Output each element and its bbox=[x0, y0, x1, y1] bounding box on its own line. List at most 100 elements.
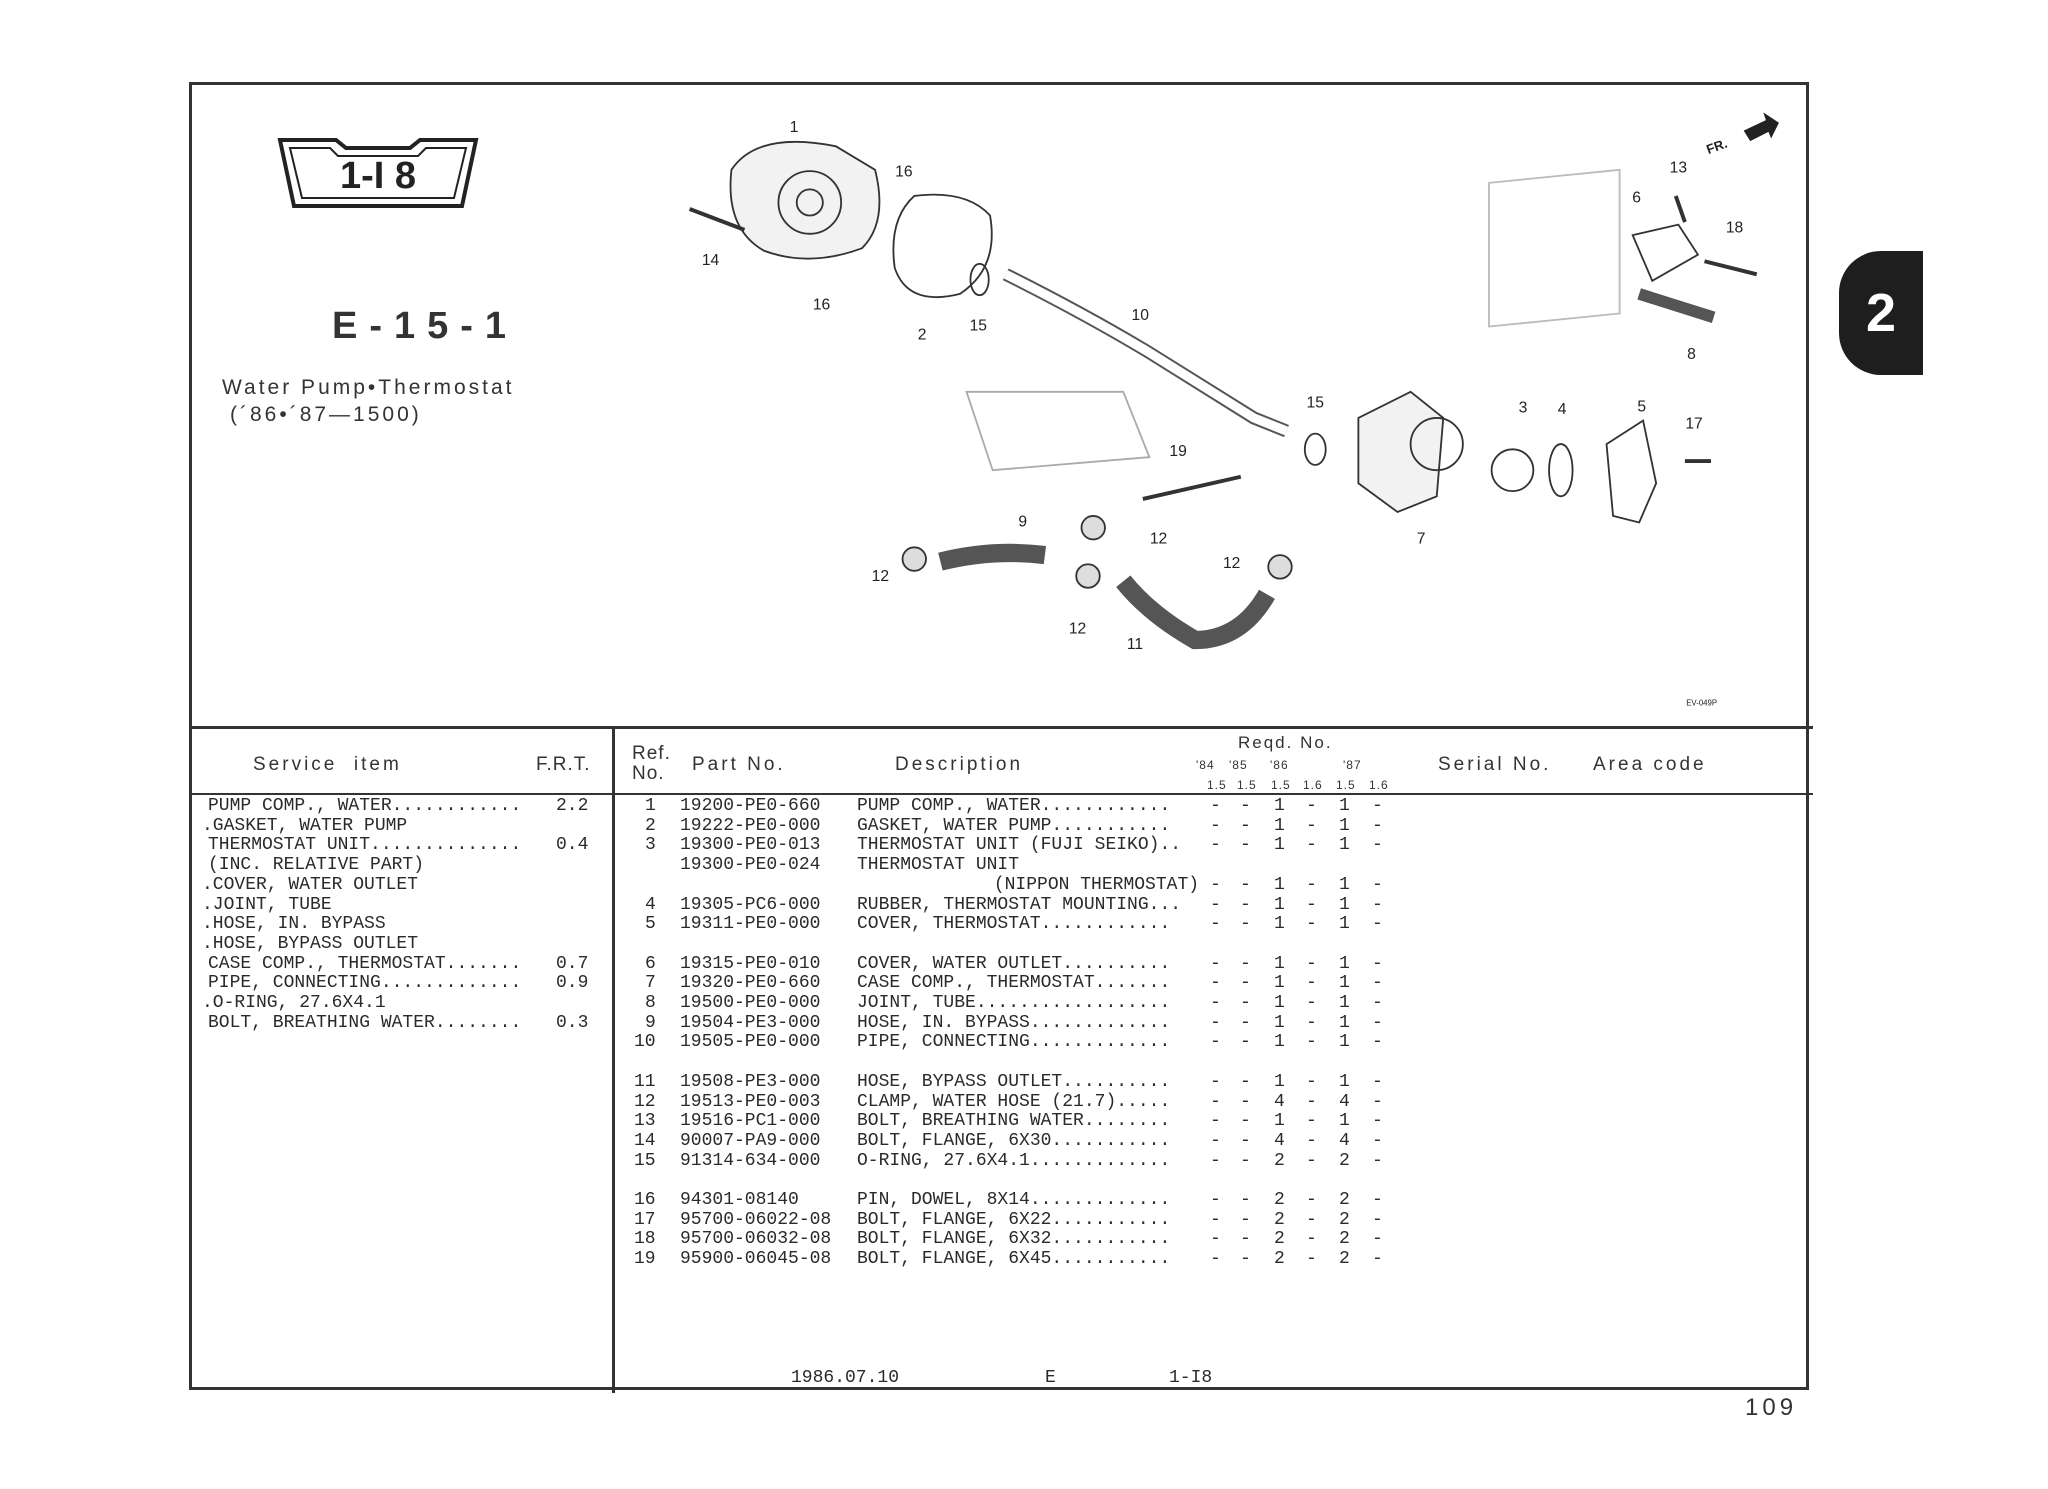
part-qty: - bbox=[1240, 1012, 1251, 1033]
part-description: BOLT, FLANGE, 6X30........... bbox=[857, 1130, 1171, 1151]
part-qty: - bbox=[1240, 1190, 1251, 1210]
part-ref-no: 9 bbox=[645, 1012, 656, 1033]
part-qty: 1 bbox=[1339, 796, 1350, 816]
badge-code: 1-I 8 bbox=[340, 155, 416, 197]
header-engine: 1.5 bbox=[1237, 778, 1257, 792]
part-qty: - bbox=[1240, 874, 1251, 895]
part-qty: - bbox=[1240, 894, 1251, 915]
part-qty: 4 bbox=[1274, 1130, 1285, 1151]
part-qty: 2 bbox=[1339, 1190, 1350, 1210]
part-qty: - bbox=[1306, 1071, 1317, 1092]
part-qty: - bbox=[1372, 1209, 1383, 1230]
part-qty: - bbox=[1210, 993, 1221, 1013]
part-qty: - bbox=[1306, 1249, 1317, 1270]
part-number: 19505-PE0-000 bbox=[680, 1032, 821, 1053]
callout: 4 bbox=[1558, 401, 1567, 418]
part-qty: - bbox=[1240, 914, 1251, 935]
part-qty: - bbox=[1210, 914, 1221, 935]
part-qty: 2 bbox=[1274, 1150, 1285, 1171]
part-qty: 2 bbox=[1274, 1209, 1285, 1230]
part-ref-no: 19 bbox=[634, 1249, 656, 1270]
part-description: BOLT, BREATHING WATER........ bbox=[857, 1111, 1171, 1132]
part-qty: - bbox=[1306, 815, 1317, 836]
part-qty: - bbox=[1240, 1032, 1251, 1053]
part-qty: - bbox=[1306, 796, 1317, 816]
part-description: THERMOSTAT UNIT bbox=[857, 855, 1020, 876]
part-qty: 4 bbox=[1339, 1091, 1350, 1112]
column-divider bbox=[612, 727, 615, 1393]
part-description: O-RING, 27.6X4.1............. bbox=[857, 1150, 1171, 1171]
callout: 15 bbox=[1307, 395, 1325, 412]
callout: 12 bbox=[1223, 555, 1240, 572]
part-qty: 1 bbox=[1274, 993, 1285, 1013]
part-ref-no: 18 bbox=[634, 1229, 656, 1250]
part-ref-no: 14 bbox=[634, 1130, 656, 1151]
service-item: THERMOSTAT UNIT.............. bbox=[208, 835, 522, 856]
part-qty: - bbox=[1372, 796, 1383, 816]
footer-area: E bbox=[1045, 1368, 1056, 1388]
part-qty: - bbox=[1372, 894, 1383, 915]
part-ref-no: 10 bbox=[634, 1032, 656, 1053]
part-description: PUMP COMP., WATER............ bbox=[857, 796, 1171, 816]
service-item: CASE COMP., THERMOSTAT....... bbox=[208, 953, 522, 974]
service-item: PUMP COMP., WATER............ bbox=[208, 796, 522, 816]
part-qty: - bbox=[1372, 914, 1383, 935]
callout: 14 bbox=[702, 252, 720, 269]
part-description: CLAMP, WATER HOSE (21.7)..... bbox=[857, 1091, 1171, 1112]
header-area-code: Area code bbox=[1593, 754, 1707, 775]
part-qty: - bbox=[1306, 1012, 1317, 1033]
part-qty: 1 bbox=[1339, 835, 1350, 856]
section-title: Water Pump•Thermostat bbox=[222, 376, 515, 399]
part-ref-no: 7 bbox=[645, 973, 656, 994]
part-qty: - bbox=[1372, 1091, 1383, 1112]
service-item: PIPE, CONNECTING............. bbox=[208, 973, 522, 994]
part-qty: - bbox=[1210, 1130, 1221, 1151]
part-qty: 2 bbox=[1339, 1249, 1350, 1270]
part-qty: - bbox=[1240, 993, 1251, 1013]
part-qty: - bbox=[1372, 1071, 1383, 1092]
part-qty: - bbox=[1210, 815, 1221, 836]
part-qty: - bbox=[1210, 1209, 1221, 1230]
part-number: 95900-06045-08 bbox=[680, 1249, 832, 1270]
part-description: HOSE, BYPASS OUTLET.......... bbox=[857, 1071, 1171, 1092]
engine-block-sketch bbox=[965, 390, 1151, 472]
part-number: 19311-PE0-000 bbox=[680, 914, 821, 935]
part-ref-no: 15 bbox=[634, 1150, 656, 1171]
part-qty: - bbox=[1306, 1111, 1317, 1132]
header-year: '85 bbox=[1229, 758, 1248, 772]
part-qty: - bbox=[1240, 1249, 1251, 1270]
header-engine: 1.5 bbox=[1207, 778, 1227, 792]
service-frt: 0.4 bbox=[556, 835, 589, 856]
service-item: (INC. RELATIVE PART) bbox=[208, 855, 425, 876]
part-qty: 1 bbox=[1339, 993, 1350, 1013]
part-qty: - bbox=[1240, 815, 1251, 836]
part-qty: 4 bbox=[1339, 1130, 1350, 1151]
gasket-drawing bbox=[892, 193, 993, 298]
part-qty: - bbox=[1240, 796, 1251, 816]
water-outlet-cover-drawing bbox=[1631, 223, 1700, 283]
part-qty: - bbox=[1210, 874, 1221, 895]
part-ref-no: 2 bbox=[645, 815, 656, 836]
callout: 5 bbox=[1637, 398, 1646, 415]
part-qty: - bbox=[1240, 1130, 1251, 1151]
header-serial-no: Serial No. bbox=[1438, 754, 1552, 775]
part-number: 94301-08140 bbox=[680, 1190, 799, 1210]
part-qty: 1 bbox=[1339, 1071, 1350, 1092]
chapter-tab[interactable]: 2 bbox=[1839, 251, 1923, 375]
part-number: 19500-PE0-000 bbox=[680, 993, 821, 1013]
part-qty: - bbox=[1306, 1229, 1317, 1250]
part-qty: - bbox=[1306, 993, 1317, 1013]
part-qty: - bbox=[1306, 1091, 1317, 1112]
part-qty: - bbox=[1306, 874, 1317, 895]
part-qty: - bbox=[1372, 874, 1383, 895]
part-qty: - bbox=[1372, 1249, 1383, 1270]
part-qty: 2 bbox=[1339, 1229, 1350, 1250]
part-ref-no: 8 bbox=[645, 993, 656, 1013]
callout: 12 bbox=[872, 568, 889, 585]
part-ref-no: 16 bbox=[634, 1190, 656, 1210]
service-item: .HOSE, BYPASS OUTLET bbox=[202, 933, 419, 954]
header-description: Description bbox=[895, 754, 1024, 775]
water-pump-drawing bbox=[688, 140, 881, 260]
part-qty: 1 bbox=[1274, 796, 1285, 816]
callout: 8 bbox=[1687, 346, 1696, 363]
